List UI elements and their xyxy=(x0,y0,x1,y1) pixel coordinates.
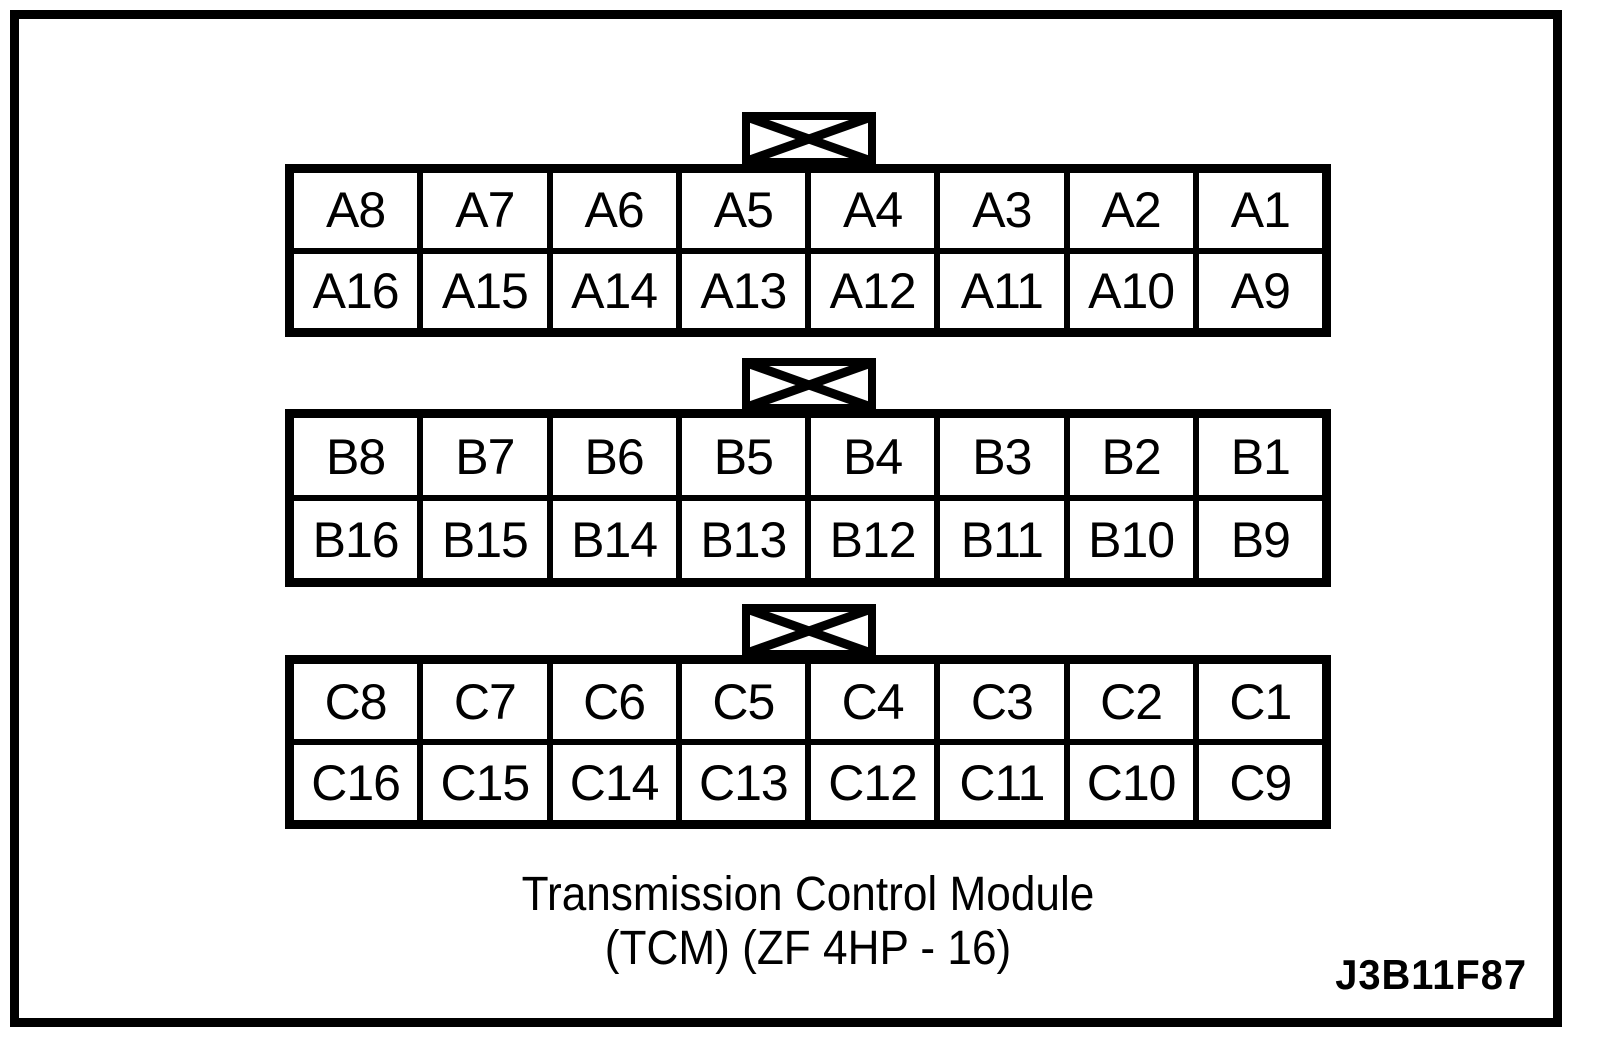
pin-b5: B5 xyxy=(678,415,808,498)
pin-c4: C4 xyxy=(808,661,938,742)
pin-c14: C14 xyxy=(549,742,679,823)
connector-block-c: C8 C7 C6 C5 C4 C3 C2 C1 C16 C15 C14 C13 … xyxy=(285,655,1331,829)
caption-line-2: (TCM) (ZF 4HP - 16) xyxy=(604,922,1012,975)
pin-a7: A7 xyxy=(420,170,550,251)
pin-b12: B12 xyxy=(808,498,938,581)
pin-c2: C2 xyxy=(1066,661,1196,742)
pin-b7: B7 xyxy=(420,415,550,498)
connector-block-a: A8 A7 A6 A5 A4 A3 A2 A1 A16 A15 A14 A13 … xyxy=(285,164,1331,337)
pin-b16: B16 xyxy=(291,498,421,581)
pin-a4: A4 xyxy=(808,170,938,251)
pin-b6: B6 xyxy=(549,415,679,498)
connector-b-key-icon xyxy=(742,358,876,412)
pin-a12: A12 xyxy=(808,250,938,331)
pin-b15: B15 xyxy=(420,498,550,581)
pin-a13: A13 xyxy=(678,250,808,331)
pin-a11: A11 xyxy=(937,250,1067,331)
pin-c5: C5 xyxy=(678,661,808,742)
pin-b2: B2 xyxy=(1066,415,1196,498)
pin-c9: C9 xyxy=(1195,742,1325,823)
pin-b9: B9 xyxy=(1195,498,1325,581)
caption-line-1: Transmission Control Module xyxy=(521,868,1095,921)
figure-caption: Transmission Control Module (TCM) (ZF 4H… xyxy=(327,868,1289,976)
figure-code: J3B11F87 xyxy=(1335,951,1527,998)
pin-b1: B1 xyxy=(1195,415,1325,498)
pin-c10: C10 xyxy=(1066,742,1196,823)
connector-block-b: B8 B7 B6 B5 B4 B3 B2 B1 B16 B15 B14 B13 … xyxy=(285,409,1331,587)
pin-a16: A16 xyxy=(291,250,421,331)
pin-a9: A9 xyxy=(1195,250,1325,331)
pin-b3: B3 xyxy=(937,415,1067,498)
pin-b8: B8 xyxy=(291,415,421,498)
pin-c3: C3 xyxy=(937,661,1067,742)
pin-c11: C11 xyxy=(937,742,1067,823)
connector-a-key-icon xyxy=(742,112,876,166)
pin-c16: C16 xyxy=(291,742,421,823)
pin-b10: B10 xyxy=(1066,498,1196,581)
pin-c13: C13 xyxy=(678,742,808,823)
diagram-border: A8 A7 A6 A5 A4 A3 A2 A1 A16 A15 A14 A13 … xyxy=(10,10,1562,1027)
pin-a15: A15 xyxy=(420,250,550,331)
pin-b13: B13 xyxy=(678,498,808,581)
pin-a2: A2 xyxy=(1066,170,1196,251)
pin-b4: B4 xyxy=(808,415,938,498)
pin-b11: B11 xyxy=(937,498,1067,581)
pin-c15: C15 xyxy=(420,742,550,823)
pin-a6: A6 xyxy=(549,170,679,251)
pin-c6: C6 xyxy=(549,661,679,742)
pin-c7: C7 xyxy=(420,661,550,742)
pin-a5: A5 xyxy=(678,170,808,251)
pin-a3: A3 xyxy=(937,170,1067,251)
connector-c-key-icon xyxy=(742,604,876,658)
pin-a1: A1 xyxy=(1195,170,1325,251)
pin-c12: C12 xyxy=(808,742,938,823)
pin-b14: B14 xyxy=(549,498,679,581)
pin-a14: A14 xyxy=(549,250,679,331)
pin-c1: C1 xyxy=(1195,661,1325,742)
pin-c8: C8 xyxy=(291,661,421,742)
pin-a10: A10 xyxy=(1066,250,1196,331)
pin-a8: A8 xyxy=(291,170,421,251)
